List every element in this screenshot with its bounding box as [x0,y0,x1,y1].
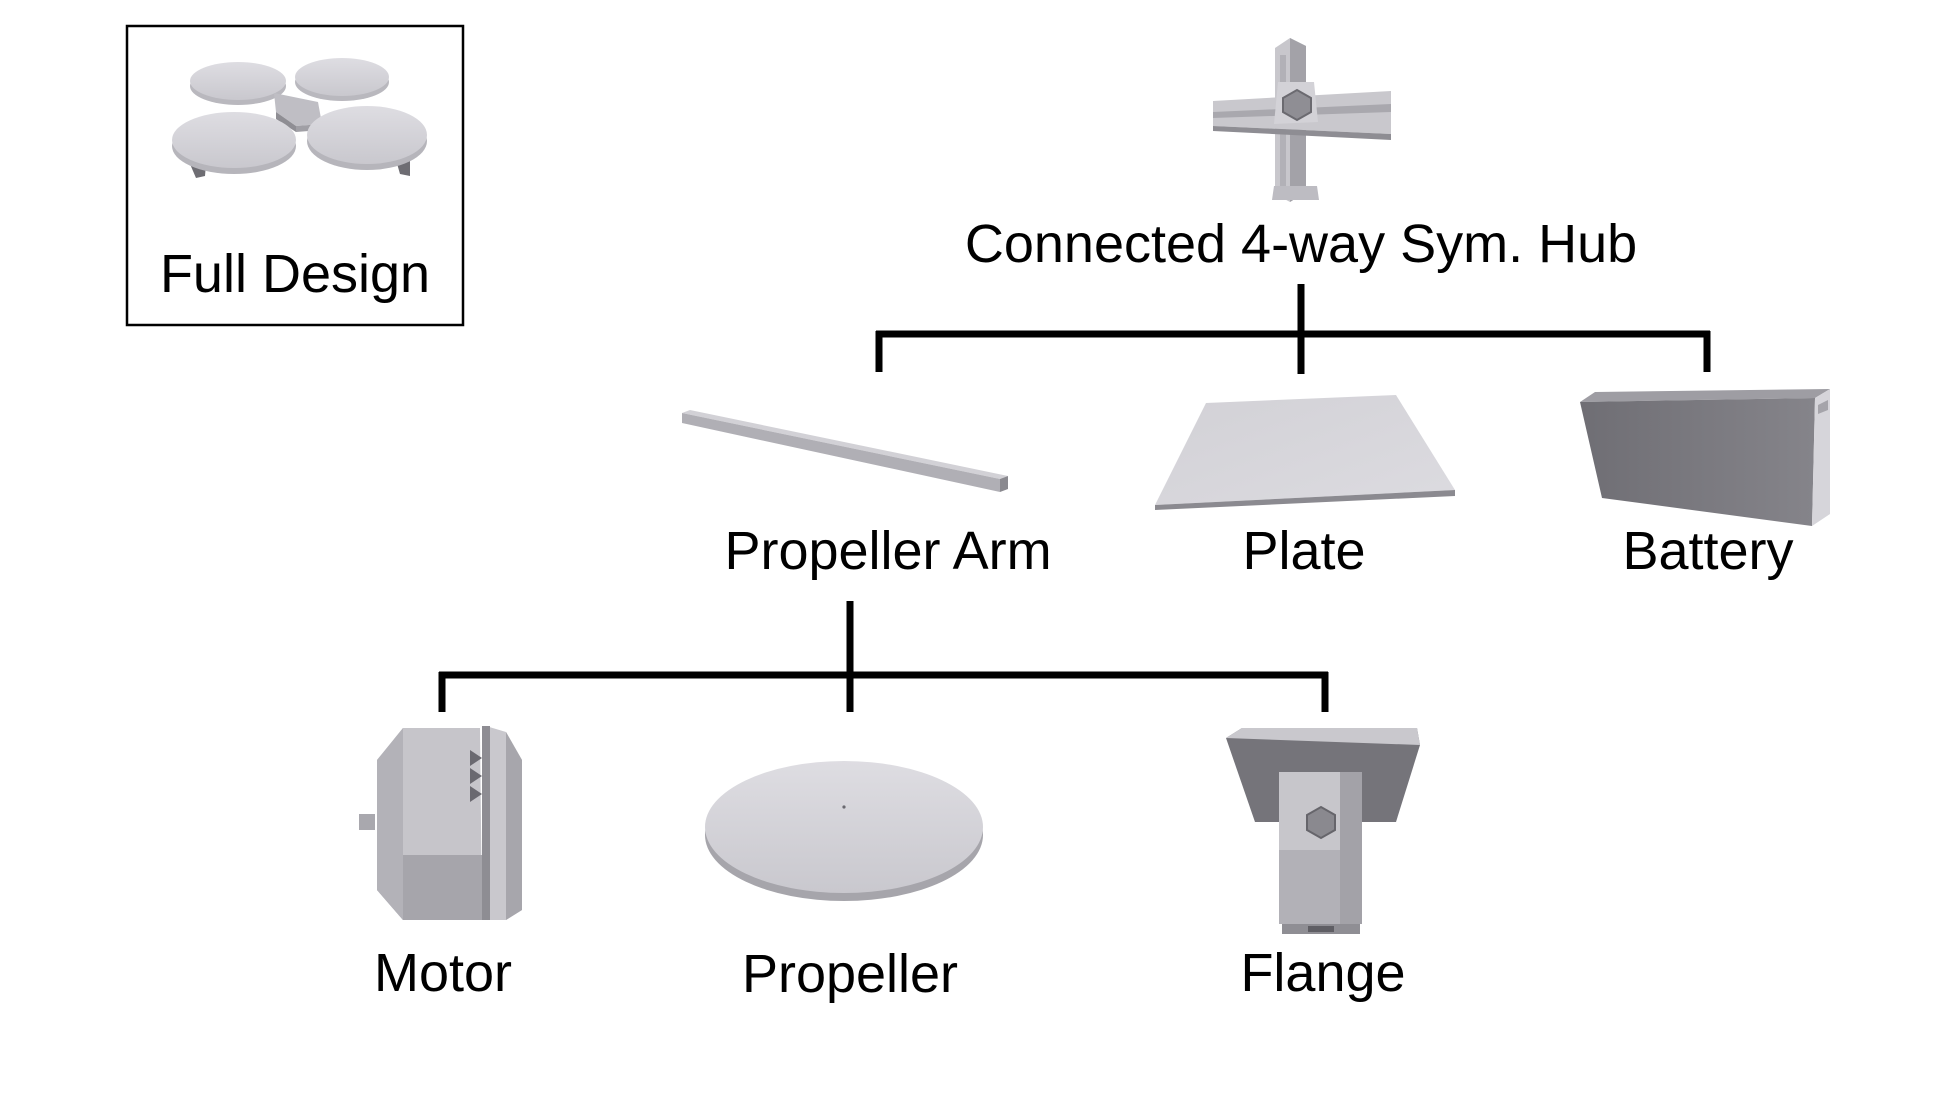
full-design-box: Full Design [125,24,465,327]
node-battery: Battery [1580,389,1830,581]
propeller-icon [705,761,983,901]
hub-label: Connected 4-way Sym. Hub [965,214,1637,274]
propeller-arm-icon [682,410,1008,492]
drone-icon [172,58,427,178]
plate-label: Plate [1242,521,1365,581]
connector-root [875,284,1711,374]
flange-label: Flange [1240,943,1405,1003]
motor-icon [359,726,522,920]
battery-label: Battery [1622,521,1793,581]
node-flange: Flange [1226,728,1420,1003]
node-propeller-arm: Propeller Arm [682,410,1052,581]
plate-icon [1155,395,1455,510]
node-motor: Motor [359,726,522,1003]
node-hub: Connected 4-way Sym. Hub [965,38,1637,274]
propeller-arm-label: Propeller Arm [724,521,1051,581]
full-design-label: Full Design [160,244,430,304]
battery-icon [1580,389,1830,526]
flange-icon [1226,728,1420,934]
node-propeller: Propeller [705,761,983,1004]
connector-propeller-arm [438,601,1329,712]
node-plate: Plate [1155,395,1455,581]
propeller-label: Propeller [742,944,958,1004]
hub-icon [1213,38,1391,202]
motor-label: Motor [374,943,512,1003]
